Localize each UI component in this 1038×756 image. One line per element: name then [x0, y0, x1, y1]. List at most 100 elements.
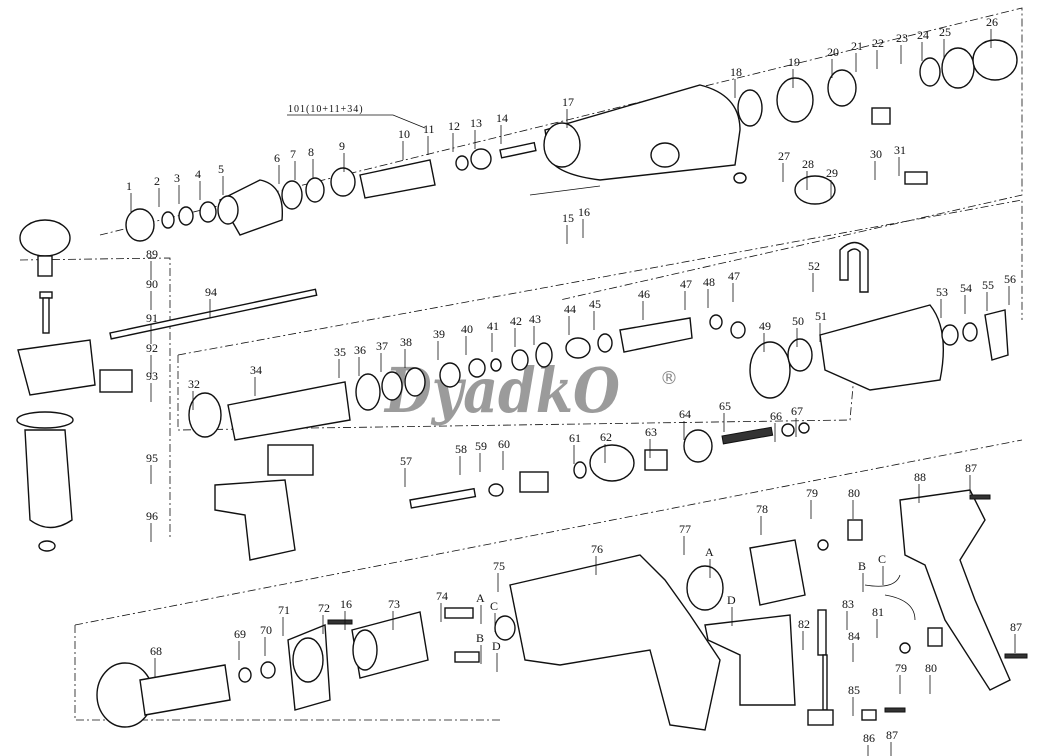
part-label-41: 41: [487, 319, 499, 333]
part-label-6: 6: [274, 151, 280, 165]
part-label-61: 61: [569, 431, 581, 445]
part-label-54: 54: [960, 281, 972, 295]
part-label-27: 27: [778, 149, 790, 163]
part-label-42: 42: [510, 314, 522, 328]
part-label-B: B: [858, 559, 866, 573]
part-label-53: 53: [936, 285, 948, 299]
part-label-10: 10: [398, 127, 410, 141]
part-label-13: 13: [470, 116, 482, 130]
part-label-26: 26: [986, 15, 998, 29]
part-label-80: 80: [848, 486, 860, 500]
part-label-67: 67: [791, 404, 803, 418]
top-row-parts: [125, 39, 1018, 242]
part-label-51: 51: [815, 309, 827, 323]
part-label-89: 89: [146, 247, 158, 261]
part-label-96: 96: [146, 509, 158, 523]
part-label-C: C: [878, 552, 886, 566]
part-label-25: 25: [939, 25, 951, 39]
part-label-82: 82: [798, 617, 810, 631]
part-label-16: 16: [340, 597, 352, 611]
part-label-4: 4: [195, 167, 201, 181]
part-label-48: 48: [703, 275, 715, 289]
part-label-86: 86: [863, 731, 875, 745]
part-label-77: 77: [679, 522, 691, 536]
part-label-69: 69: [234, 627, 246, 641]
assembly-label: 101(10+11+34): [288, 104, 364, 115]
part-label-59: 59: [475, 439, 487, 453]
part-label-D: D: [727, 593, 736, 607]
part-label-52: 52: [808, 259, 820, 273]
part-label-60: 60: [498, 437, 510, 451]
part-label-62: 62: [600, 430, 612, 444]
part-label-73: 73: [388, 597, 400, 611]
part-label-45: 45: [589, 297, 601, 311]
part-label-36: 36: [354, 343, 366, 357]
part-label-28: 28: [802, 157, 814, 171]
bottom-row-parts: [96, 489, 1028, 731]
part-label-91: 91: [146, 311, 158, 325]
part-label-14: 14: [496, 111, 508, 125]
part-label-5: 5: [218, 162, 224, 176]
part-label-1: 1: [126, 179, 132, 193]
part-label-21: 21: [851, 39, 863, 53]
part-label-19: 19: [788, 55, 800, 69]
part-label-58: 58: [455, 442, 467, 456]
part-label-22: 22: [872, 36, 884, 50]
part-label-29: 29: [826, 166, 838, 180]
side-handle-parts: [16, 219, 133, 552]
part-label-20: 20: [827, 45, 839, 59]
part-label-57: 57: [400, 454, 412, 468]
part-label-94: 94: [205, 285, 217, 299]
part-label-D: D: [492, 639, 501, 653]
part-label-37: 37: [376, 339, 388, 353]
watermark-registered-mark: ®: [660, 368, 678, 389]
part-label-B: B: [476, 631, 484, 645]
part-label-87: 87: [965, 461, 977, 475]
part-label-30: 30: [870, 147, 882, 161]
part-label-15: 15: [562, 211, 574, 225]
part-label-74: 74: [436, 589, 448, 603]
part-label-81: 81: [872, 605, 884, 619]
part-label-43: 43: [529, 312, 541, 326]
part-label-63: 63: [645, 425, 657, 439]
part-label-2: 2: [154, 174, 160, 188]
part-label-44: 44: [564, 302, 576, 316]
part-label-87: 87: [886, 728, 898, 742]
part-label-79: 79: [895, 661, 907, 675]
part-label-50: 50: [792, 314, 804, 328]
part-label-78: 78: [756, 502, 768, 516]
part-label-83: 83: [842, 597, 854, 611]
frame-bottom: [74, 439, 1023, 721]
part-label-38: 38: [400, 335, 412, 349]
part-label-72: 72: [318, 601, 330, 615]
part-label-35: 35: [334, 345, 346, 359]
part-label-70: 70: [260, 623, 272, 637]
frame-middle: [177, 199, 1023, 431]
part-label-79: 79: [806, 486, 818, 500]
part-label-34: 34: [250, 363, 262, 377]
part-label-95: 95: [146, 451, 158, 465]
part-label-93: 93: [146, 369, 158, 383]
part-label-46: 46: [638, 287, 650, 301]
part-label-23: 23: [896, 31, 908, 45]
part-label-3: 3: [174, 171, 180, 185]
part-label-8: 8: [308, 145, 314, 159]
part-label-12: 12: [448, 119, 460, 133]
frame-handle: [19, 257, 171, 540]
part-label-7: 7: [290, 147, 296, 161]
part-label-A: A: [705, 545, 714, 559]
part-label-65: 65: [719, 399, 731, 413]
part-label-56: 56: [1004, 272, 1016, 286]
part-label-76: 76: [591, 542, 603, 556]
part-label-18: 18: [730, 65, 742, 79]
part-label-55: 55: [982, 278, 994, 292]
assembly-leader: [287, 114, 426, 129]
part-label-11: 11: [423, 122, 435, 136]
part-label-A: A: [476, 591, 485, 605]
part-label-40: 40: [461, 322, 473, 336]
part-label-68: 68: [150, 644, 162, 658]
part-label-47: 47: [728, 269, 740, 283]
